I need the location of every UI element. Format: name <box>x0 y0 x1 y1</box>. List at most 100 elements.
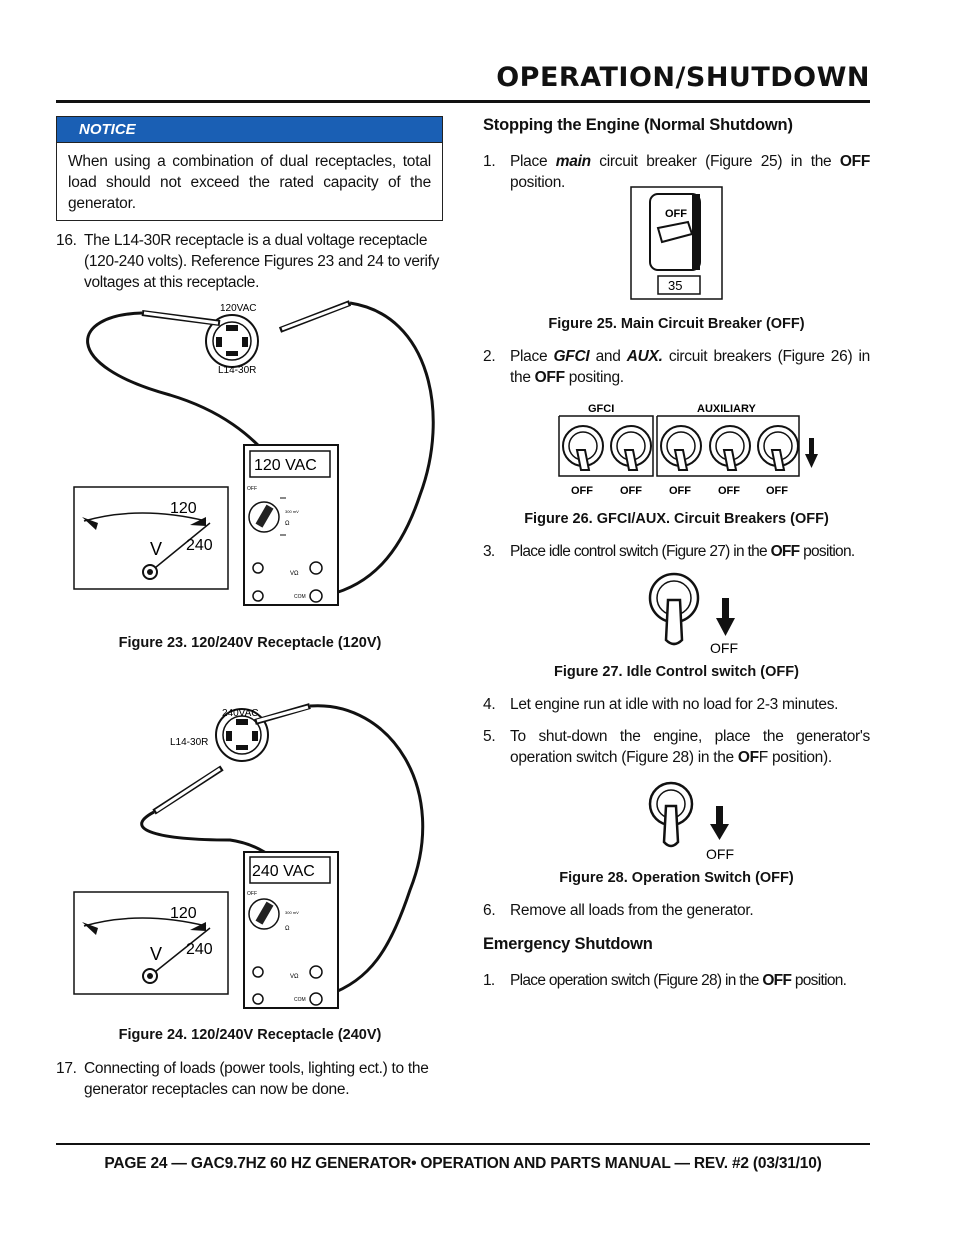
notice-box: NOTICE When using a combination of dual … <box>56 116 443 221</box>
step-number: 4. <box>483 696 496 713</box>
figure-23-caption: Figure 23. 120/240V Receptacle (120V) <box>118 635 382 651</box>
gfci-breaker-1 <box>562 425 604 471</box>
step-text: Remove all loads from the generator. <box>510 902 754 919</box>
step-number: 17. <box>56 1060 77 1077</box>
voltage-gauge <box>73 891 229 995</box>
aux-breaker-2 <box>709 425 751 471</box>
meter-ohm-label: Ω <box>285 521 290 527</box>
step-number: 1. <box>483 972 495 989</box>
shutdown-step-6: 6. Remove all loads from the generator. <box>483 900 870 921</box>
figure-27-caption: Figure 27. Idle Control switch (OFF) <box>554 664 799 680</box>
emphasis-off: OF <box>737 749 759 766</box>
text-run: circuit breaker (Figure 25) in the <box>590 153 840 170</box>
breaker-off-label-4: OFF <box>718 485 740 497</box>
text-run: Place <box>510 348 554 365</box>
figure-24-caption: Figure 24. 120/240V Receptacle (240V) <box>118 1027 382 1043</box>
notice-label: NOTICE <box>57 117 442 143</box>
figure-25-illustration: OFF 35 <box>630 186 723 300</box>
section-heading-normal-shutdown: Stopping the Engine (Normal Shutdown) <box>483 116 793 134</box>
down-arrow-icon <box>710 806 729 840</box>
meter-off-label: OFF <box>247 486 257 492</box>
step-text: Place idle control switch (Figure 27) in… <box>510 541 878 562</box>
meter-display: 120 VAC <box>254 457 317 474</box>
step-text: Place GFCI and AUX. circuit breakers (Fi… <box>510 346 870 388</box>
breaker-off-label-1: OFF <box>571 485 593 497</box>
step-text: To shut-down the engine, place the gener… <box>510 726 870 768</box>
gauge-unit: V <box>150 539 162 559</box>
receptacle-model-label: L14-30R <box>170 737 208 748</box>
emphasis-off: OFF <box>770 543 801 560</box>
section-heading-emergency-shutdown: Emergency Shutdown <box>483 935 653 953</box>
notice-text: When using a combination of dual recepta… <box>68 153 431 212</box>
text-run: circuit breakers (Figure 26) in the <box>510 348 870 386</box>
down-arrow-icon <box>716 598 735 636</box>
multimeter <box>243 444 339 606</box>
step-number: 3. <box>483 543 495 560</box>
text-run: positing. <box>564 369 624 386</box>
step-number: 2. <box>483 348 496 365</box>
meter-ohm-label: Ω <box>285 926 290 932</box>
header-rule <box>56 100 870 103</box>
step-number: 5. <box>483 728 496 745</box>
voltage-gauge <box>73 486 229 590</box>
gauge-label-120: 120 <box>170 905 197 922</box>
emphasis-aux: AUX. <box>626 348 663 365</box>
aux-breaker-3 <box>757 425 799 471</box>
text-run: To shut-down the engine, place the gener… <box>510 728 870 766</box>
receptacle-model-label: L14-30R <box>218 365 256 376</box>
operation-switch-off-label: OFF <box>706 846 734 862</box>
probe-right <box>278 300 352 333</box>
receptacle-icon <box>205 314 259 368</box>
gfci-breaker-2 <box>610 425 652 471</box>
text-run: position. <box>791 972 847 989</box>
probe-bottom <box>152 765 224 815</box>
figure-26-illustration: GFCI AUXILIARY OFF OFF OFF OFF OFF <box>558 403 818 497</box>
breaker-off-label-2: OFF <box>620 485 642 497</box>
footer-rule <box>56 1143 870 1145</box>
text-run: position. <box>799 543 855 560</box>
meter-com-label: COM <box>294 997 306 1003</box>
figure-28-illustration: OFF <box>648 781 734 862</box>
meter-vohm-label: VΩ <box>290 571 299 577</box>
gfci-group-label: GFCI <box>588 403 614 415</box>
step-number: 6. <box>483 902 496 919</box>
shutdown-step-5: 5. To shut-down the engine, place the ge… <box>483 726 870 768</box>
step-text: Place operation switch (Figure 28) in th… <box>510 970 878 991</box>
shutdown-step-4: 4. Let engine run at idle with no load f… <box>483 694 870 715</box>
step-17: 17. Connecting of loads (power tools, li… <box>56 1058 444 1100</box>
shutdown-step-3: 3. Place idle control switch (Figure 27)… <box>483 541 878 562</box>
emphasis-gfci: GFCI <box>553 348 590 365</box>
gauge-label-240: 240 <box>186 537 213 554</box>
step-text: Place main circuit breaker (Figure 25) i… <box>510 151 870 193</box>
page-footer: PAGE 24 — GAC9.7HZ 60 HZ GENERATOR• OPER… <box>104 1155 822 1172</box>
probe-top <box>254 703 311 725</box>
emphasis-main: main <box>555 153 591 170</box>
lead-wire-1 <box>309 704 425 997</box>
step-16: 16. The L14-30R receptacle is a dual vol… <box>56 230 444 293</box>
breaker-off-label: OFF <box>665 208 687 220</box>
aux-breaker-1 <box>660 425 702 471</box>
aux-group-label: AUXILIARY <box>697 403 757 415</box>
idle-switch-off-label: OFF <box>710 640 738 656</box>
step-text: Connecting of loads (power tools, lighti… <box>84 1060 429 1098</box>
lead-wire-2 <box>327 301 435 597</box>
down-arrow-icon <box>805 438 818 468</box>
text-run: Place idle control switch (Figure 27) in… <box>510 543 771 560</box>
gauge-label-240: 240 <box>186 941 213 958</box>
text-run: Place operation switch (Figure 28) in th… <box>510 972 763 989</box>
multimeter <box>243 851 339 1009</box>
shutdown-step-1: 1. Place main circuit breaker (Figure 25… <box>483 151 870 193</box>
breaker-off-label-3: OFF <box>669 485 691 497</box>
figure-26-caption: Figure 26. GFCI/AUX. Circuit Breakers (O… <box>524 511 829 527</box>
gauge-unit: V <box>150 944 162 964</box>
meter-com-label: COM <box>294 594 306 600</box>
gauge-label-120: 120 <box>170 500 197 517</box>
text-run: F position). <box>758 749 832 766</box>
shutdown-step-2: 2. Place GFCI and AUX. circuit breakers … <box>483 346 870 388</box>
probe-left <box>141 310 221 326</box>
figure-28-caption: Figure 28. Operation Switch (OFF) <box>559 870 794 886</box>
meter-display: 240 VAC <box>252 863 315 880</box>
figure-24-illustration: 240VAC L14-30R 240 VAC OFF 300 mV Ω VΩ C… <box>73 703 425 1009</box>
meter-mv-label: 300 mV <box>285 910 299 915</box>
text-run: Place <box>510 153 556 170</box>
